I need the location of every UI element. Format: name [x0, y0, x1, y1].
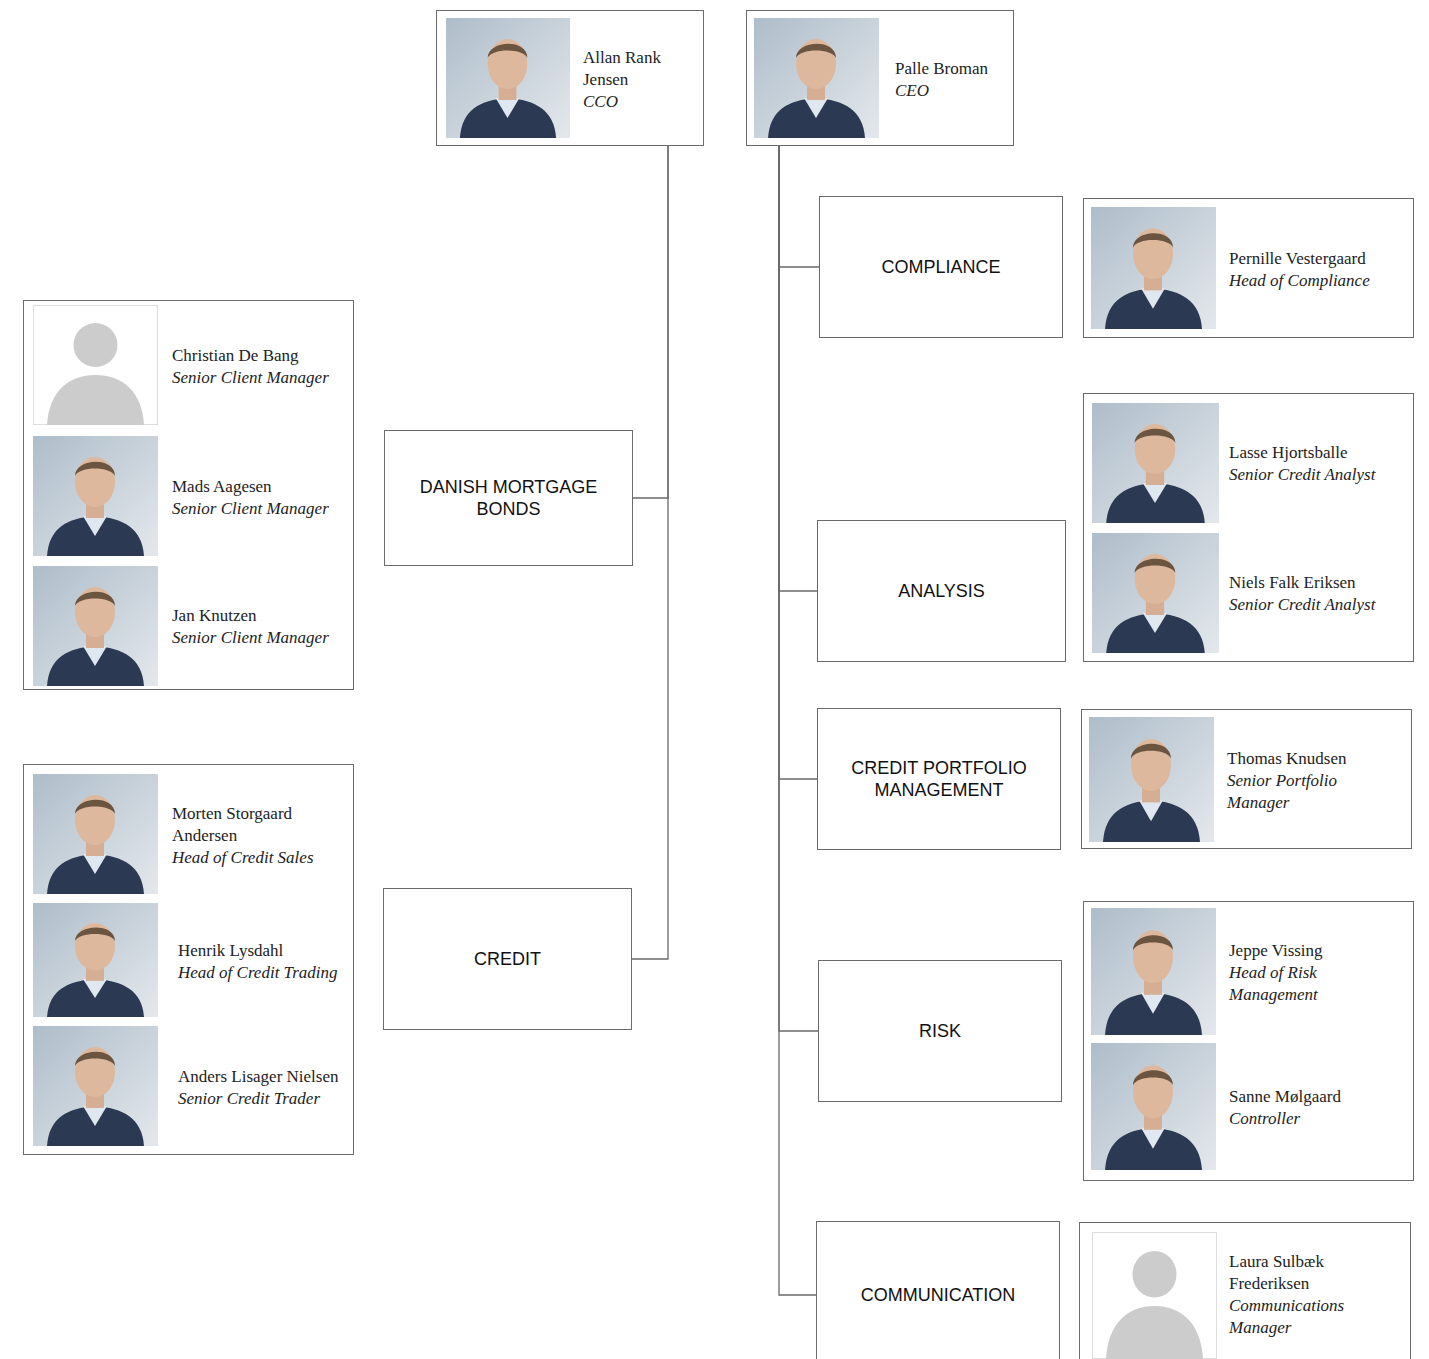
- job-title: Head of Risk Management: [1229, 962, 1405, 1006]
- portrait-photo: [754, 18, 879, 138]
- portrait-photo: [33, 774, 158, 894]
- job-title: Senior Portfolio Manager: [1227, 770, 1403, 814]
- person-entry: Thomas KnudsenSenior Portfolio Manager: [1227, 748, 1403, 814]
- person-name: Lasse Hjortsballe: [1229, 442, 1375, 464]
- reporting-line: [779, 146, 816, 1295]
- department-box: CREDIT PORTFOLIO MANAGEMENT: [817, 708, 1061, 850]
- person-name: Jan Knutzen: [172, 605, 329, 627]
- portrait-photo: [33, 566, 158, 686]
- portrait-photo: [1091, 1043, 1216, 1170]
- person-entry: Niels Falk EriksenSenior Credit Analyst: [1229, 572, 1375, 616]
- department-box: ANALYSIS: [817, 520, 1066, 662]
- person-name: Sanne Mølgaard: [1229, 1086, 1341, 1108]
- person-name: Thomas Knudsen: [1227, 748, 1403, 770]
- person-card: Christian De BangSenior Client ManagerMa…: [23, 300, 354, 690]
- person-entry: Henrik LysdahlHead of Credit Trading: [178, 940, 337, 984]
- portrait-photo: [33, 903, 158, 1017]
- job-title: Senior Client Manager: [172, 498, 329, 520]
- person-name: Christian De Bang: [172, 345, 329, 367]
- job-title: CCO: [583, 91, 695, 113]
- department-box: CREDIT: [383, 888, 632, 1030]
- portrait-photo: [446, 18, 570, 138]
- person-entry: Jan KnutzenSenior Client Manager: [172, 605, 329, 649]
- person-entry: Pernille VestergaardHead of Compliance: [1229, 248, 1370, 292]
- person-entry: Mads AagesenSenior Client Manager: [172, 476, 329, 520]
- person-entry: Laura Sulbæk FrederiksenCommunications M…: [1229, 1251, 1405, 1339]
- person-card: Pernille VestergaardHead of Compliance: [1083, 198, 1414, 338]
- department-label: COMPLIANCE: [881, 256, 1000, 279]
- job-title: Senior Credit Trader: [178, 1088, 339, 1110]
- department-label: DANISH MORTGAGE BONDS: [401, 476, 616, 521]
- person-card: Morten Storgaard AndersenHead of Credit …: [23, 764, 354, 1155]
- portrait-photo: [1089, 717, 1214, 842]
- reporting-line: [779, 146, 817, 779]
- person-name: Mads Aagesen: [172, 476, 329, 498]
- person-name: Allan Rank Jensen: [583, 47, 695, 91]
- department-label: CREDIT PORTFOLIO MANAGEMENT: [832, 757, 1047, 802]
- person-name: Palle Broman: [895, 58, 988, 80]
- reporting-line: [633, 146, 668, 498]
- job-title: Senior Credit Analyst: [1229, 464, 1375, 486]
- job-title: Head of Credit Sales: [172, 847, 342, 869]
- person-card: Allan Rank JensenCCO: [436, 10, 704, 146]
- job-title: Communications Manager: [1229, 1295, 1405, 1339]
- person-name: Niels Falk Eriksen: [1229, 572, 1375, 594]
- person-card: Thomas KnudsenSenior Portfolio Manager: [1081, 709, 1412, 849]
- person-card: Laura Sulbæk FrederiksenCommunications M…: [1079, 1222, 1411, 1359]
- person-name: Morten Storgaard Andersen: [172, 803, 342, 847]
- portrait-photo: [1092, 403, 1219, 523]
- department-label: RISK: [919, 1020, 961, 1043]
- portrait-photo: [33, 1026, 158, 1146]
- person-entry: Sanne MølgaardController: [1229, 1086, 1341, 1130]
- job-title: Senior Client Manager: [172, 367, 329, 389]
- department-label: ANALYSIS: [898, 580, 985, 603]
- portrait-photo: [33, 436, 158, 556]
- job-title: Head of Credit Trading: [178, 962, 337, 984]
- person-card: Palle BromanCEO: [746, 10, 1014, 146]
- person-entry: Morten Storgaard AndersenHead of Credit …: [172, 803, 342, 869]
- reporting-line: [632, 146, 668, 959]
- person-name: Pernille Vestergaard: [1229, 248, 1370, 270]
- person-card: Jeppe VissingHead of Risk ManagementSann…: [1083, 901, 1414, 1181]
- person-entry: Palle BromanCEO: [895, 58, 988, 102]
- job-title: Senior Credit Analyst: [1229, 594, 1375, 616]
- person-entry: Lasse HjortsballeSenior Credit Analyst: [1229, 442, 1375, 486]
- reporting-line: [779, 146, 817, 591]
- job-title: CEO: [895, 80, 988, 102]
- person-name: Jeppe Vissing: [1229, 940, 1405, 962]
- person-name: Henrik Lysdahl: [178, 940, 337, 962]
- department-box: COMMUNICATION: [816, 1221, 1060, 1359]
- person-card: Lasse HjortsballeSenior Credit AnalystNi…: [1083, 393, 1414, 662]
- reporting-line: [779, 146, 818, 1031]
- person-entry: Christian De BangSenior Client Manager: [172, 345, 329, 389]
- department-box: DANISH MORTGAGE BONDS: [384, 430, 633, 566]
- department-box: RISK: [818, 960, 1062, 1102]
- portrait-photo: [1091, 207, 1216, 329]
- department-label: COMMUNICATION: [861, 1284, 1016, 1307]
- placeholder-photo: [1093, 1233, 1217, 1359]
- reporting-line: [779, 146, 819, 267]
- job-title: Senior Client Manager: [172, 627, 329, 649]
- person-entry: Jeppe VissingHead of Risk Management: [1229, 940, 1405, 1006]
- person-entry: Anders Lisager NielsenSenior Credit Trad…: [178, 1066, 339, 1110]
- job-title: Head of Compliance: [1229, 270, 1370, 292]
- department-box: COMPLIANCE: [819, 196, 1063, 338]
- person-name: Anders Lisager Nielsen: [178, 1066, 339, 1088]
- job-title: Controller: [1229, 1108, 1341, 1130]
- placeholder-photo: [34, 306, 158, 426]
- portrait-photo: [1091, 908, 1216, 1035]
- department-label: CREDIT: [474, 948, 541, 971]
- person-name: Laura Sulbæk Frederiksen: [1229, 1251, 1405, 1295]
- person-entry: Allan Rank JensenCCO: [583, 47, 695, 113]
- portrait-photo: [1092, 533, 1219, 653]
